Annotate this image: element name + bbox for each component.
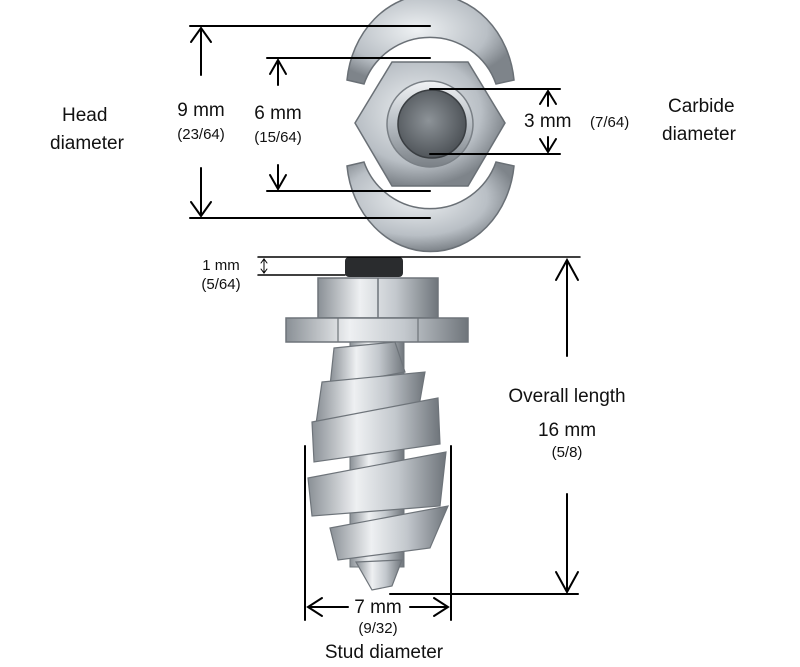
stud-thread-4 — [307, 451, 447, 517]
carbide-tip-side — [345, 257, 403, 277]
carbide-diameter-title-line2: diameter — [662, 124, 736, 145]
carbide-protrusion-imperial: (5/64) — [201, 276, 241, 293]
head-diameter-imperial: (23/64) — [177, 126, 225, 143]
head-diameter-title-line2: diameter — [50, 133, 124, 154]
stud-thread-3 — [311, 397, 441, 463]
carbide-protrusion-metric: 1 mm — [202, 257, 240, 274]
stud-diameter-title: Stud diameter — [324, 642, 444, 663]
carbide-diameter-metric: 3 mm — [524, 111, 572, 132]
stud-top-view — [346, 0, 515, 253]
stud-flange-bottom — [346, 161, 515, 253]
head-diameter-title-line1: Head — [62, 105, 108, 126]
carbide-diameter-title-line1: Carbide — [668, 96, 735, 117]
carbide-pin-top — [397, 89, 467, 159]
stud-point — [354, 559, 403, 591]
stud-flange-top — [346, 0, 515, 85]
head-diameter-metric: 9 mm — [177, 100, 225, 121]
stud-flange-side — [285, 317, 469, 343]
stud-side-view — [285, 257, 469, 591]
overall-length-imperial: (5/8) — [551, 444, 583, 461]
stud-diameter-metric: 7 mm — [354, 597, 402, 618]
overall-length-metric: 16 mm — [537, 420, 597, 441]
hex-size-metric: 6 mm — [254, 103, 302, 124]
carbide-diameter-imperial: (7/64) — [590, 114, 630, 131]
hex-size-imperial: (15/64) — [254, 129, 302, 146]
overall-length-title: Overall length — [508, 386, 626, 407]
stud-thread-1 — [329, 341, 406, 387]
stud-thread-5 — [329, 505, 449, 561]
dimension-lines — [189, 25, 581, 621]
stud-diameter-imperial: (9/32) — [358, 620, 398, 637]
